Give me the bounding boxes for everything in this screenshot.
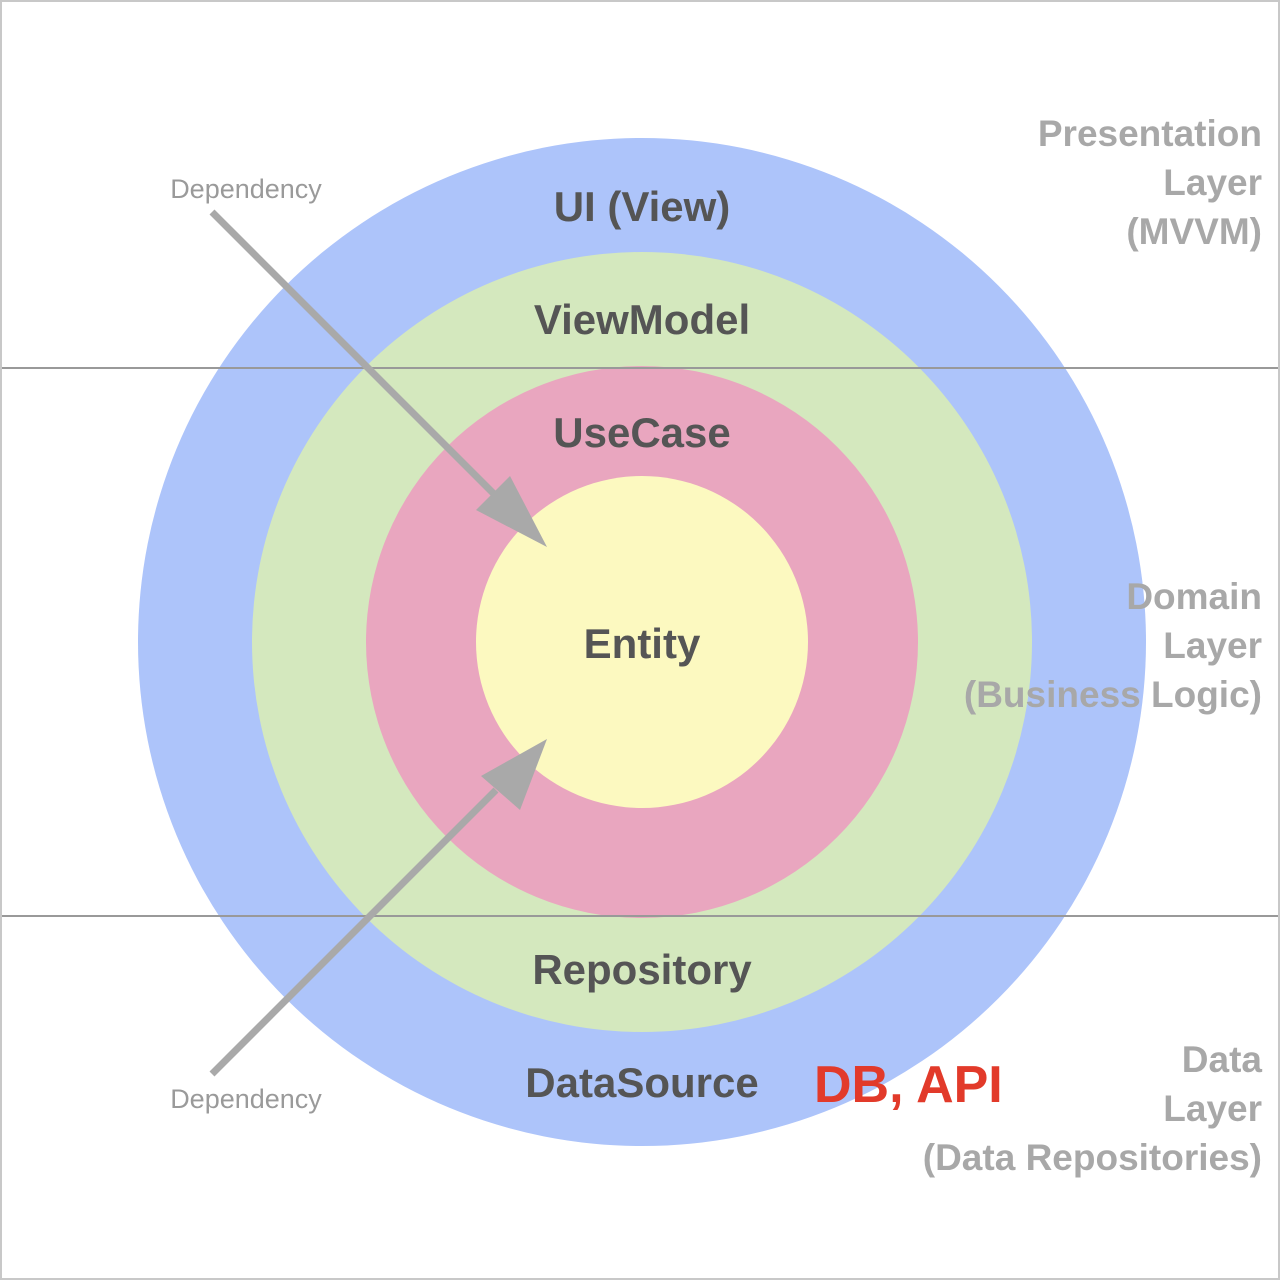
layer-label-data: Data Layer (Data Repositories) <box>923 1039 1263 1178</box>
layer-label-domain-line-2: Layer <box>1163 625 1262 666</box>
dependency-arrow-bottom-shaft <box>209 787 499 1077</box>
layer-label-presentation-line-1: Presentation <box>1038 113 1262 154</box>
ring-label-repository: Repository <box>532 946 752 993</box>
ring-core <box>476 476 808 808</box>
layer-label-presentation-line-2: Layer <box>1163 162 1262 203</box>
ring-label-usecase: UseCase <box>553 409 730 456</box>
dependency-arrow-top-shaft <box>209 209 497 497</box>
ring-label-entity: Entity <box>584 620 701 667</box>
layer-label-data-line-3: (Data Repositories) <box>923 1137 1262 1178</box>
db-api-label: DB, API <box>814 1056 1003 1114</box>
layer-label-domain: Domain Layer (Business Logic) <box>964 576 1262 715</box>
layer-label-presentation: Presentation Layer (MVVM) <box>1038 113 1262 252</box>
dependency-arrow-bottom-head <box>481 739 547 810</box>
dependency-label-top: Dependency <box>170 174 322 204</box>
ring-label-datasource: DataSource <box>525 1059 758 1106</box>
dependency-arrow-top-head <box>476 476 547 547</box>
layer-label-domain-line-1: Domain <box>1126 576 1262 617</box>
ring-label-ui-view: UI (View) <box>554 183 731 230</box>
layer-label-data-line-2: Layer <box>1163 1088 1262 1129</box>
layer-label-presentation-line-3: (MVVM) <box>1126 211 1262 252</box>
ring-label-viewmodel: ViewModel <box>534 296 750 343</box>
dependency-arrow-top <box>209 209 547 547</box>
layer-label-domain-line-3: (Business Logic) <box>964 674 1262 715</box>
dependency-label-bottom: Dependency <box>170 1084 322 1114</box>
layer-label-data-line-1: Data <box>1182 1039 1263 1080</box>
dependency-arrow-bottom <box>209 739 547 1077</box>
